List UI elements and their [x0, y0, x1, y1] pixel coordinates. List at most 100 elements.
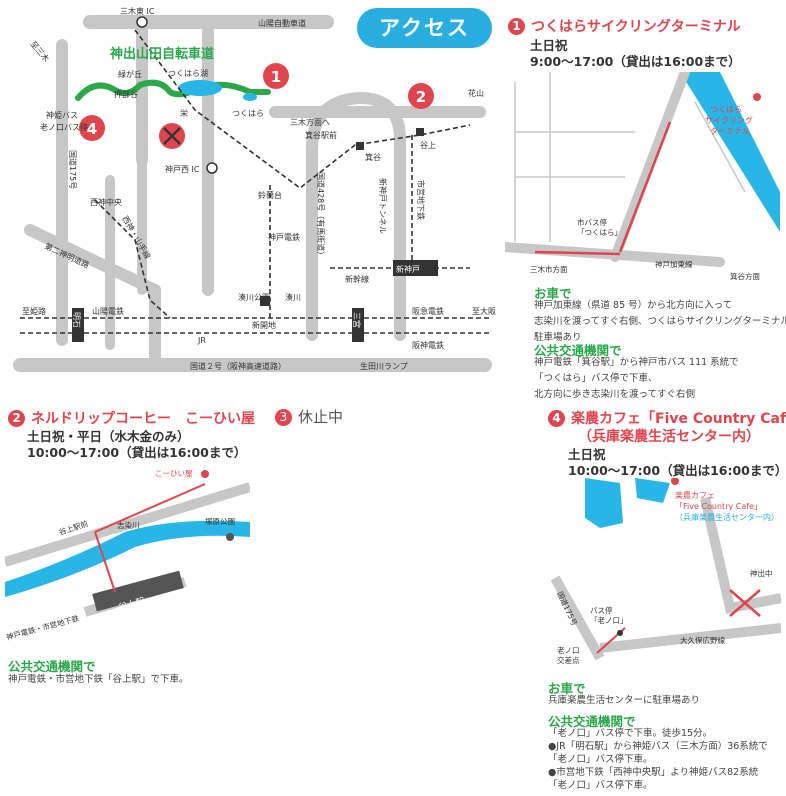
route428-road: [306, 91, 406, 341]
svg-text:谷上: 谷上: [420, 141, 436, 150]
svg-text:三宮: 三宮: [352, 312, 362, 328]
svg-text:JR: JR: [197, 336, 206, 345]
svg-text:新幹線: 新幹線: [345, 274, 369, 284]
svg-text:1: 1: [271, 68, 281, 86]
spot4-transit-heading: 公共交通機関で: [548, 714, 636, 729]
svg-text:神姫バス: 神姫バス: [46, 110, 78, 120]
spot4-number: 4: [548, 410, 565, 427]
svg-text:箕谷方面: 箕谷方面: [730, 271, 760, 281]
svg-text:神戸加東線: 神戸加東線: [655, 259, 693, 269]
svg-text:つくはら: つくはら: [710, 105, 742, 114]
svg-text:国道428号（有馬街道）: 国道428号（有馬街道）: [316, 172, 326, 259]
svg-text:至大阪: 至大阪: [472, 306, 496, 316]
svg-text:神戸電鉄: 神戸電鉄: [268, 232, 300, 242]
svg-text:（兵庫楽農生活センター内）: （兵庫楽農生活センター内）: [675, 512, 779, 522]
spot1-transit-heading: 公共交通機関で: [534, 343, 622, 358]
svg-text:「つくはら」: 「つくはら」: [577, 228, 622, 237]
svg-text:至三木: 至三木: [28, 39, 51, 64]
svg-text:三木方面へ: 三木方面へ: [290, 117, 330, 127]
seishin-line: [94, 199, 171, 319]
svg-text:鈴蘭台: 鈴蘭台: [258, 190, 282, 200]
svg-text:西神中央: 西神中央: [90, 197, 122, 207]
spot1-car-heading: お車で: [534, 286, 572, 301]
svg-text:国道175号: 国道175号: [68, 150, 78, 189]
spot4-map: 楽農カフェ 「Five Country Cafe」 （兵庫楽農生活センター内） …: [550, 478, 781, 665]
svg-text:明石: 明石: [72, 312, 81, 328]
svg-text:「老ノ口」: 「老ノ口」: [590, 615, 628, 625]
spot4-car-heading: お車で: [548, 681, 586, 696]
daini-shinmei-road: [24, 224, 161, 296]
tsukuhara-lake: [178, 80, 222, 96]
svg-text:神出中: 神出中: [750, 568, 773, 578]
svg-text:阪神電鉄: 阪神電鉄: [412, 340, 444, 350]
spot2-map: 谷上駅 こーひい屋 谷上駅前 志染川 塚原公園 神戸電鉄・市営地下鉄: [5, 469, 250, 642]
svg-text:新神戸: 新神戸: [396, 264, 420, 274]
svg-text:湊川公園: 湊川公園: [238, 292, 270, 302]
svg-text:交差点: 交差点: [557, 655, 580, 665]
spot1-transit-text: 神戸電鉄「箕谷駅」から神戸市バス 111 系統で「つくはら」バス停で下車、北方向…: [534, 357, 739, 400]
spot2-hours: 10:00～17:00（貸出は16:00まで）: [27, 445, 247, 460]
svg-text:サイクリング: サイクリング: [705, 115, 753, 125]
svg-text:志染川: 志染川: [117, 520, 140, 530]
svg-text:至姫路: 至姫路: [22, 306, 46, 316]
svg-text:山陽電鉄: 山陽電鉄: [92, 306, 124, 316]
svg-text:老ノ口: 老ノ口: [557, 645, 580, 655]
main-map: 1 2 4 三木東 IC 山陽自動車道 至三木 緑が丘 つくはら湖 押部谷 栄 …: [13, 6, 496, 372]
svg-text:山陽自動車道: 山陽自動車道: [258, 18, 306, 28]
svg-text:2: 2: [416, 88, 426, 106]
svg-text:箕谷: 箕谷: [365, 152, 381, 162]
svg-text:塚原公園: 塚原公園: [205, 517, 235, 526]
spot4-car-text: 兵庫楽農生活センターに駐車場あり: [548, 695, 701, 706]
kobe-railway-line: [134, 29, 471, 190]
spot4-subtitle: （兵庫楽農生活センター内）: [578, 429, 760, 445]
svg-text:国道２号（阪神高速道路）: 国道２号（阪神高速道路）: [190, 361, 286, 371]
svg-text:箕谷駅前: 箕谷駅前: [305, 130, 337, 140]
spot3-number: 3: [275, 409, 292, 426]
svg-text:西神・山手線: 西神・山手線: [120, 214, 153, 261]
svg-text:「Five Country Cafe」: 「Five Country Cafe」: [675, 502, 762, 511]
svg-text:市バス停: 市バス停: [577, 217, 607, 227]
spot2-number: 2: [8, 410, 25, 427]
svg-text:新開地: 新開地: [252, 320, 276, 330]
svg-text:栄: 栄: [180, 108, 188, 118]
access-label: アクセス: [357, 8, 492, 48]
svg-text:4: 4: [87, 120, 97, 138]
svg-text:花山: 花山: [468, 88, 484, 98]
svg-text:つくはら湖: つくはら湖: [168, 69, 208, 78]
svg-text:三木市方面: 三木市方面: [530, 264, 568, 274]
svg-text:ターミナル: ターミナル: [710, 127, 750, 136]
svg-text:つくはら: つくはら: [232, 109, 264, 118]
svg-text:新神戸トンネル: 新神戸トンネル: [378, 178, 388, 234]
cycling-road: [75, 79, 271, 101]
spot2-transit-heading: 公共交通機関で: [8, 659, 96, 674]
spot1-car-text: 神戸加東線（県道 85 号）から北方向に入って志染川を渡ってすぐ右側、つくはらサ…: [534, 300, 786, 343]
svg-text:押部谷: 押部谷: [114, 89, 138, 99]
svg-text:市営地下鉄: 市営地下鉄: [416, 180, 426, 220]
spot1-days: 土日祝: [530, 38, 568, 53]
spot4-transit-text: 「老ノ口」バス停で下車。徒歩15分。●JR「明石駅」から神姫バス（三木方面）36…: [548, 728, 768, 791]
svg-text:神戸西 IC: 神戸西 IC: [165, 164, 200, 174]
svg-text:緑が丘: 緑が丘: [118, 69, 142, 79]
spot2-days: 土日祝・平日（水木金のみ）: [27, 429, 190, 444]
svg-text:老ノ口バス停: 老ノ口バス停: [40, 122, 88, 132]
svg-text:湊川: 湊川: [285, 292, 301, 302]
spot4-hours: 10:00～17:00（貸出は16:00まで）: [568, 463, 786, 478]
spot1-map: つくはらサイクリングターミナル 市バス停「つくはら」 三木市方面 神戸加東線 箕…: [505, 72, 780, 281]
spot4-days: 土日祝: [568, 447, 606, 462]
svg-text:こーひい屋: こーひい屋: [155, 469, 193, 478]
spot2-transit-text: 神戸電鉄・市営地下鉄「谷上駅」で下車。: [8, 674, 189, 685]
svg-text:生田川ランプ: 生田川ランプ: [360, 361, 408, 371]
svg-text:神出山田自転車道: 神出山田自転車道: [110, 46, 214, 62]
spot1-hours: 9:00～17:00（貸出は16:00まで）: [530, 54, 741, 69]
svg-text:三木東 IC: 三木東 IC: [120, 6, 155, 16]
spot1-number: 1: [508, 18, 525, 35]
svg-text:大久保広野線: 大久保広野線: [680, 635, 725, 645]
svg-text:神戸電鉄・市営地下鉄: 神戸電鉄・市営地下鉄: [5, 613, 80, 642]
svg-text:バス停: バス停: [590, 605, 613, 615]
svg-text:阪急電鉄: 阪急電鉄: [412, 306, 444, 316]
svg-text:楽農カフェ: 楽農カフェ: [675, 490, 715, 500]
